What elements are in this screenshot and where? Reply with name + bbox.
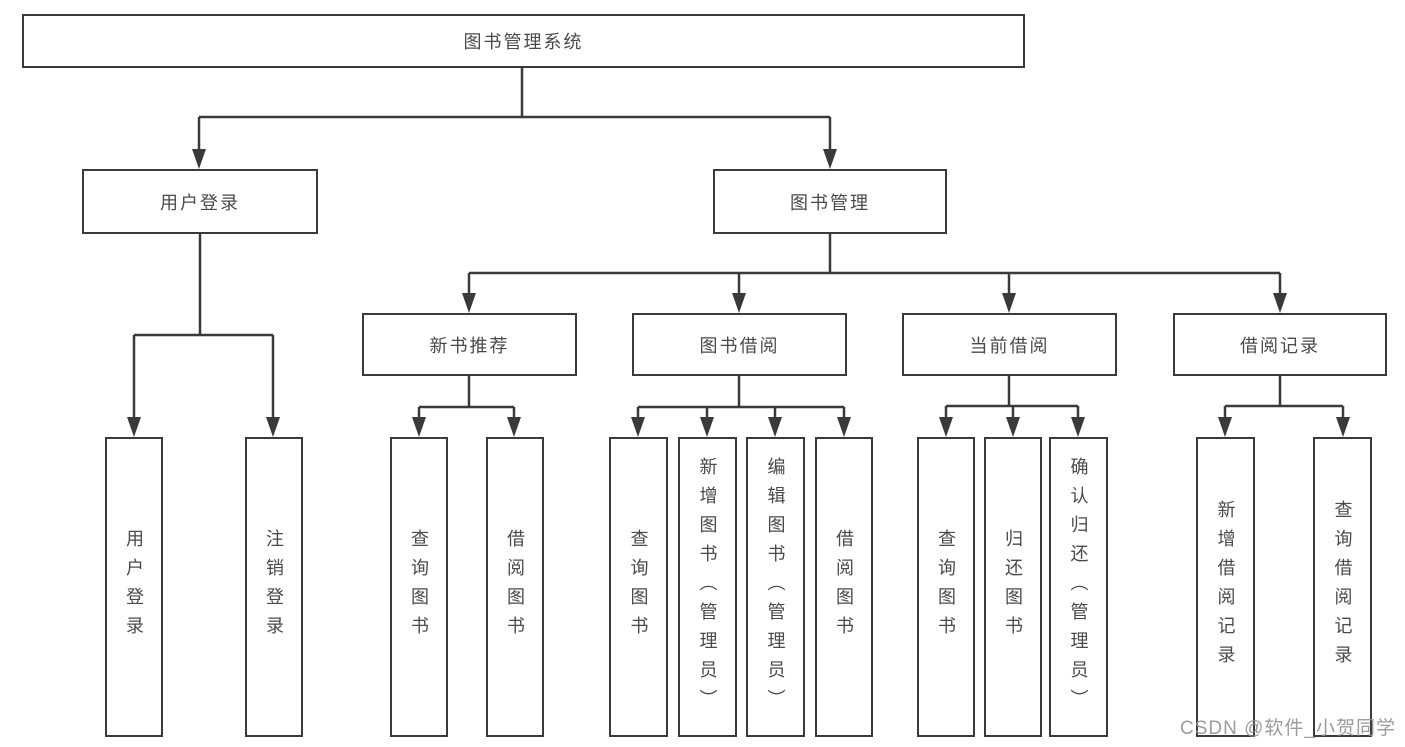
connector-borrow-to-leaves bbox=[631, 376, 851, 437]
arrowhead bbox=[1071, 417, 1085, 437]
leaf-label: 用户登录 bbox=[124, 529, 144, 645]
csdn-watermark: CSDN @软件_小贺同学 bbox=[1180, 718, 1396, 739]
arrowhead bbox=[732, 293, 746, 313]
arrowhead bbox=[412, 417, 426, 437]
leaf-borrow-books-recommend: 借阅图书 bbox=[486, 437, 544, 737]
leaf-label: 新增借阅记录 bbox=[1215, 500, 1236, 674]
connector-bookmgmt-to-level3 bbox=[462, 234, 1287, 313]
arrowhead bbox=[768, 417, 782, 437]
arrowhead bbox=[631, 417, 645, 437]
leaf-query-books-current: 查询图书 bbox=[917, 437, 975, 737]
connector-userlogin-to-leaves bbox=[127, 234, 280, 437]
connector-newbook-to-leaves bbox=[412, 376, 521, 437]
leaf-add-books-admin: 新增图书（管理员） bbox=[678, 437, 737, 737]
leaf-label: 确认归还（管理员） bbox=[1068, 456, 1089, 718]
node-new-book-recommend: 新书推荐 bbox=[362, 313, 577, 376]
arrowhead bbox=[1002, 293, 1016, 313]
leaf-label: 编辑图书（管理员） bbox=[765, 456, 786, 718]
leaf-query-books-recommend: 查询图书 bbox=[390, 437, 448, 737]
arrowhead bbox=[700, 417, 714, 437]
leaf-label: 注销登录 bbox=[264, 529, 284, 645]
node-book-management: 图书管理 bbox=[713, 169, 947, 234]
leaf-edit-books-admin: 编辑图书（管理员） bbox=[746, 437, 805, 737]
arrowhead bbox=[127, 417, 141, 437]
arrowhead bbox=[1273, 293, 1287, 313]
leaf-confirm-return-admin: 确认归还（管理员） bbox=[1049, 437, 1108, 737]
arrowhead bbox=[266, 417, 280, 437]
connector-records-to-leaves bbox=[1218, 376, 1350, 437]
leaf-user-login: 用户登录 bbox=[105, 437, 163, 737]
node-borrow-records: 借阅记录 bbox=[1173, 313, 1387, 376]
arrowhead bbox=[192, 149, 206, 169]
leaf-label: 查询图书 bbox=[628, 529, 649, 645]
arrowhead bbox=[823, 149, 837, 169]
connector-root-to-level2 bbox=[192, 67, 837, 169]
leaf-label: 借阅图书 bbox=[505, 529, 525, 645]
leaf-query-books-borrow: 查询图书 bbox=[609, 437, 668, 737]
node-root-system: 图书管理系统 bbox=[22, 14, 1025, 68]
node-user-login: 用户登录 bbox=[82, 169, 318, 234]
leaf-label: 借阅图书 bbox=[834, 529, 854, 645]
arrowhead bbox=[1218, 417, 1232, 437]
leaf-query-borrow-record: 查询借阅记录 bbox=[1313, 437, 1372, 737]
node-current-borrow: 当前借阅 bbox=[902, 313, 1117, 376]
arrowhead bbox=[939, 417, 953, 437]
arrowhead bbox=[837, 417, 851, 437]
leaf-return-books: 归还图书 bbox=[984, 437, 1042, 737]
leaf-label: 查询图书 bbox=[409, 529, 429, 645]
arrowhead bbox=[1336, 417, 1350, 437]
arrowhead bbox=[507, 417, 521, 437]
leaf-logout: 注销登录 bbox=[245, 437, 303, 737]
arrowhead bbox=[1006, 417, 1020, 437]
leaf-add-borrow-record: 新增借阅记录 bbox=[1196, 437, 1255, 737]
leaf-label: 归还图书 bbox=[1003, 529, 1023, 645]
arrowhead bbox=[462, 293, 476, 313]
leaf-borrow-books: 借阅图书 bbox=[815, 437, 873, 737]
leaf-label: 新增图书（管理员） bbox=[697, 456, 718, 718]
leaf-label: 查询借阅记录 bbox=[1332, 500, 1353, 674]
connector-current-to-leaves bbox=[939, 376, 1085, 437]
node-book-borrow: 图书借阅 bbox=[632, 313, 847, 376]
leaf-label: 查询图书 bbox=[936, 529, 956, 645]
